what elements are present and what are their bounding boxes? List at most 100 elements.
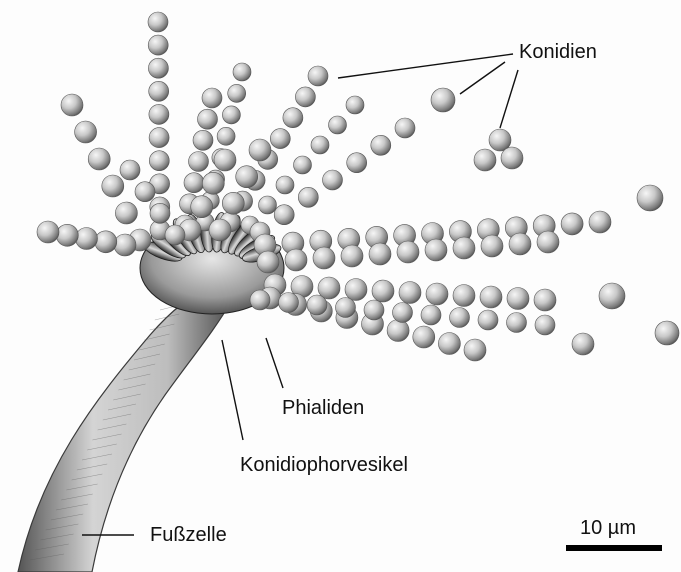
conidium (397, 241, 419, 263)
conidium (95, 231, 117, 253)
conidium (148, 35, 168, 55)
conidium (274, 205, 294, 225)
conidium (198, 109, 218, 129)
conidium (102, 175, 124, 197)
conidium (149, 128, 169, 148)
conidium (214, 149, 236, 171)
conidium (217, 127, 235, 145)
label-phialides: Phialiden (282, 398, 364, 418)
conidium (149, 81, 169, 101)
loose-conidium (431, 88, 455, 112)
conidium (114, 234, 136, 256)
conidium (438, 333, 460, 355)
conidium (371, 135, 391, 155)
conidium (364, 300, 384, 320)
conidium (193, 130, 213, 150)
conidium (307, 295, 327, 315)
conidium (150, 203, 170, 223)
conidium (481, 235, 503, 257)
conidium (202, 88, 222, 108)
conidium (341, 245, 363, 267)
label-foot-cell: Fußzelle (150, 525, 227, 545)
conidium (480, 286, 502, 308)
conidium (393, 303, 413, 323)
conidium (323, 170, 343, 190)
conidium (295, 87, 315, 107)
conidium (165, 225, 185, 245)
conidium (222, 106, 240, 124)
conidium (61, 94, 83, 116)
conidium (56, 224, 78, 246)
loose-conidium (655, 321, 679, 345)
conidium (222, 192, 244, 214)
loose-conidium (637, 185, 663, 211)
conidium (308, 66, 328, 86)
conidium (399, 282, 421, 304)
conidia-chains (37, 12, 679, 361)
conidium (369, 243, 391, 265)
conidium (372, 280, 394, 302)
loose-conidium (501, 147, 523, 169)
conidium (37, 221, 59, 243)
loose-conidium (474, 149, 496, 171)
conidium (276, 176, 294, 194)
conidium (387, 320, 409, 342)
leader-conidia-2 (460, 62, 505, 94)
conidium (464, 339, 486, 361)
conidium (209, 219, 231, 241)
conidium (75, 121, 97, 143)
leader-phialides (266, 338, 283, 388)
conidium (294, 156, 312, 174)
conidium (345, 279, 367, 301)
conidium (347, 153, 367, 173)
conidium (509, 233, 531, 255)
conidium (149, 104, 169, 124)
conidium (228, 84, 246, 102)
conidium (336, 298, 356, 318)
conidium (453, 237, 475, 259)
conidium (507, 288, 529, 310)
conidium (249, 139, 271, 161)
label-vesicle: Konidiophorvesikel (240, 455, 408, 475)
conidium (421, 305, 441, 325)
conidium (189, 152, 209, 172)
conidium (426, 283, 448, 305)
conidium (120, 160, 140, 180)
conidium (283, 108, 303, 128)
leader-conidia-3 (500, 70, 518, 128)
conidium (413, 326, 435, 348)
conidium (149, 151, 169, 171)
conidium (250, 290, 270, 310)
conidium (236, 166, 258, 188)
conidium (395, 118, 415, 138)
conidium (191, 196, 213, 218)
conidium (76, 228, 98, 250)
conidium (535, 315, 555, 335)
conidium (202, 172, 224, 194)
conidium (135, 182, 155, 202)
conidium (148, 58, 168, 78)
conidium (534, 289, 556, 311)
loose-conidium (572, 333, 594, 355)
conidium (329, 116, 347, 134)
leader-vesicle (222, 340, 243, 440)
conidium (259, 196, 277, 214)
conidium (453, 285, 475, 307)
conidium (450, 308, 470, 328)
conidium (270, 129, 290, 149)
conidium (537, 231, 559, 253)
conidium (561, 213, 583, 235)
scale-bar (566, 545, 662, 551)
conidium (285, 249, 307, 271)
conidium (115, 202, 137, 224)
conidium (298, 187, 318, 207)
loose-conidium (599, 283, 625, 309)
conidium (148, 12, 168, 32)
conidium (346, 96, 364, 114)
conidium (311, 136, 329, 154)
conidium (478, 310, 498, 330)
conidium (425, 239, 447, 261)
conidium (233, 63, 251, 81)
